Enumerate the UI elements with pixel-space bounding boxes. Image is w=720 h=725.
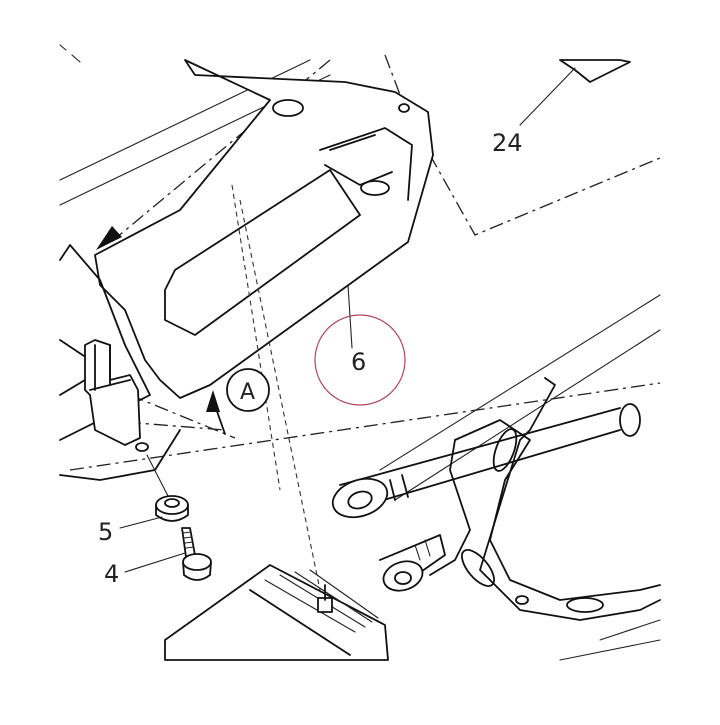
collar-part-5 <box>146 454 189 522</box>
bolt-part-4 <box>181 527 212 581</box>
callout-24: 24 <box>492 129 523 157</box>
mount-hole-small <box>398 103 410 113</box>
callout-6: 6 <box>351 348 366 376</box>
connector-part <box>84 339 149 452</box>
callout-view-a: A <box>240 380 255 405</box>
link-rods <box>331 403 641 592</box>
mount-hole-middle <box>360 180 390 196</box>
callout-4: 4 <box>104 560 119 588</box>
highlight-circle-6 <box>314 314 406 406</box>
dotted-construction-lines <box>231 184 321 591</box>
frame-bracket-right <box>429 377 661 621</box>
arrow-heads <box>96 226 226 435</box>
arrow-head-left <box>96 226 122 250</box>
view-a-circle <box>226 368 270 412</box>
mount-hole-upper <box>272 99 304 117</box>
regulator-component <box>164 564 389 661</box>
top-right-part-24 <box>559 59 631 83</box>
callout-5: 5 <box>98 518 113 546</box>
